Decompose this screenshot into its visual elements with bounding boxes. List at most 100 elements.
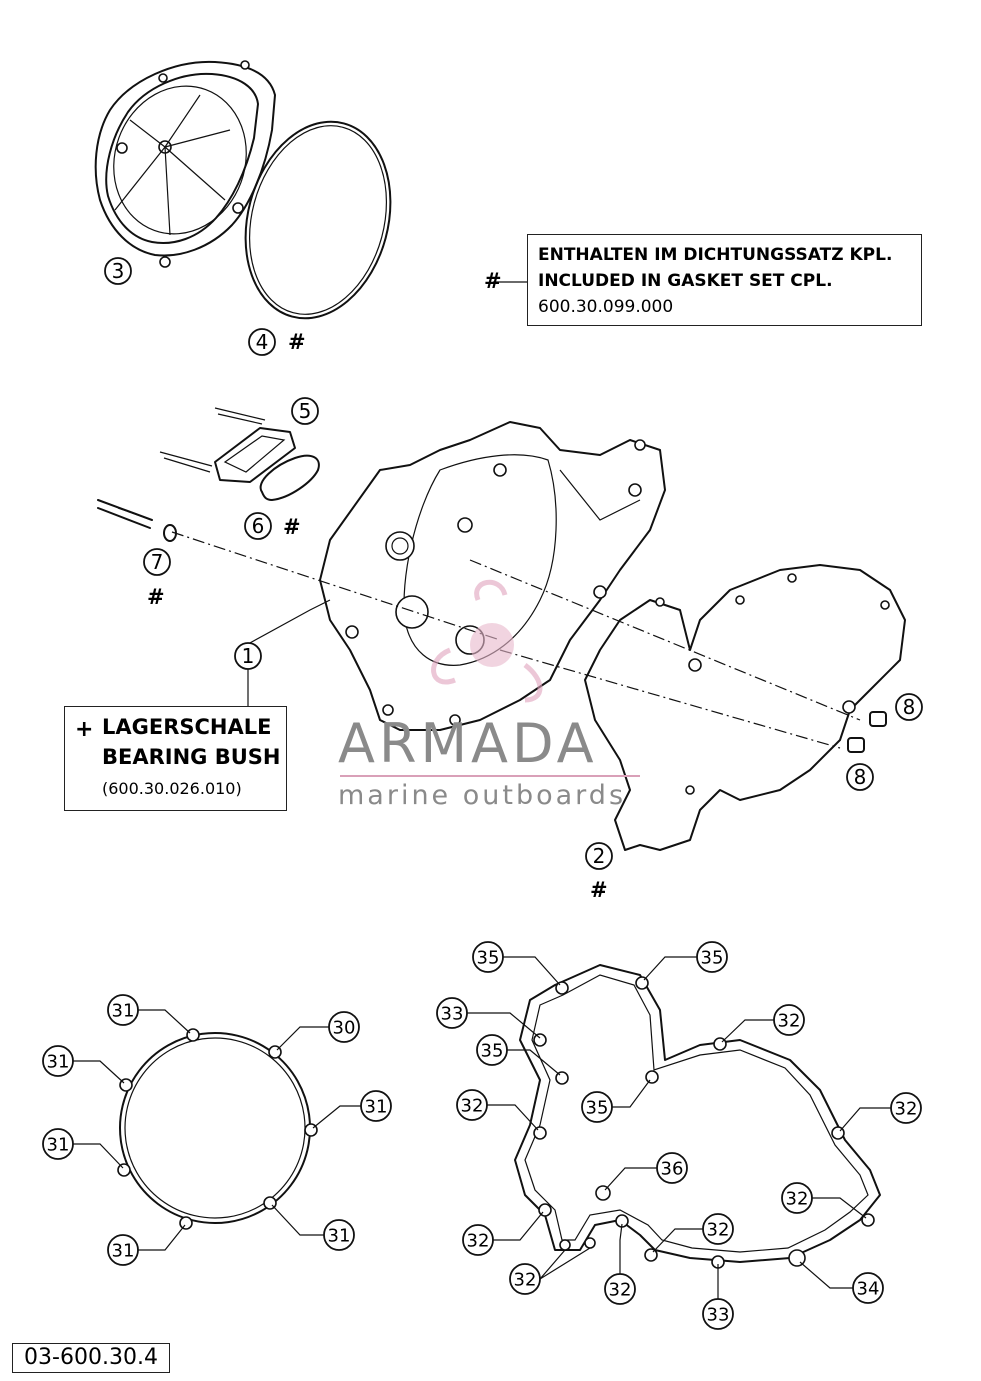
bolt-part-7 — [97, 499, 177, 542]
callout-circle — [702, 1298, 734, 1330]
callout-circle — [42, 1045, 74, 1077]
watermark-name: ARMADA — [338, 712, 598, 775]
callout-leader — [643, 956, 697, 981]
callout-circle — [104, 257, 132, 285]
callout-label: 3 — [112, 259, 125, 283]
callout-circle — [852, 1272, 884, 1304]
callout-leader — [138, 1009, 191, 1034]
gasket-note-marker: # — [484, 269, 502, 293]
callout-circle — [328, 1011, 360, 1043]
callout-label: 2 — [593, 844, 606, 868]
callout-label: 30 — [333, 1017, 356, 1038]
callout-leader — [493, 1211, 544, 1241]
callout-leader — [312, 1105, 361, 1129]
cover-plate-part-5 — [159, 407, 296, 483]
gasket-note-line1: ENTHALTEN IM DICHTUNGSSATZ KPL. — [538, 245, 893, 265]
callout-label: 8 — [854, 765, 867, 789]
callout-leader — [612, 1079, 651, 1108]
complex-gasket — [514, 964, 881, 1269]
callout-label: 32 — [461, 1095, 484, 1116]
callout-label: 35 — [701, 947, 724, 968]
alignment-lines — [171, 531, 861, 749]
hash-mark: # — [283, 515, 301, 539]
callout-circle — [436, 997, 468, 1029]
bearing-bush-note: + LAGERSCHALE BEARING BUSH (600.30.026.0… — [64, 706, 287, 811]
callout-label: 35 — [481, 1040, 504, 1061]
callout-circle — [696, 941, 728, 973]
callout-leader — [503, 956, 561, 986]
reference-code: 03-600.30.4 — [12, 1343, 170, 1373]
callout-leader — [619, 1223, 623, 1274]
hash-mark: # — [590, 878, 608, 902]
callout-leader — [487, 1104, 539, 1131]
bearing-note-prefix: + — [75, 717, 94, 742]
callout-leader — [604, 1167, 657, 1191]
callout-circle — [604, 1273, 636, 1305]
callout-circle — [462, 1224, 494, 1256]
callout-circle — [323, 1219, 355, 1251]
callout-label: 34 — [857, 1278, 880, 1299]
seal-part-6 — [259, 454, 320, 501]
callout-label: 36 — [661, 1158, 684, 1179]
callout-label: 7 — [151, 550, 164, 574]
callout-leader — [507, 1049, 561, 1076]
callout-leader — [812, 1197, 867, 1219]
callout-circle — [143, 548, 171, 576]
callout-label: 5 — [299, 399, 312, 423]
callout-circle — [846, 763, 874, 791]
callout-circle — [360, 1090, 392, 1122]
gasket-note-part-number: 600.30.099.000 — [538, 297, 674, 317]
callout-circle — [234, 642, 262, 670]
callout-circle — [476, 1034, 508, 1066]
callout-circle — [107, 1234, 139, 1266]
callout-label: 35 — [477, 947, 500, 968]
callout-leader — [138, 1224, 186, 1251]
callout-leader — [73, 1143, 124, 1169]
callout-circle — [581, 1091, 613, 1123]
callout-label: 31 — [112, 1240, 135, 1261]
callout-label: 31 — [47, 1051, 70, 1072]
callout-label: 32 — [895, 1098, 918, 1119]
callout-leader — [652, 1228, 703, 1253]
callout-label: 31 — [47, 1134, 70, 1155]
watermark-divider — [340, 775, 640, 777]
callout-leader — [276, 1026, 329, 1051]
callout-circle — [472, 941, 504, 973]
callout-circle — [890, 1092, 922, 1124]
dowel-pin-part-8 — [847, 711, 887, 753]
engine-cover-part-1 — [319, 421, 666, 731]
callout-label: 32 — [514, 1269, 537, 1290]
o-ring-part-4 — [244, 120, 392, 320]
callout-label: 4 — [256, 330, 269, 354]
round-gasket — [117, 1028, 318, 1230]
callout-leader — [467, 1012, 541, 1039]
callout-label: 32 — [609, 1279, 632, 1300]
callout-label: 32 — [467, 1230, 490, 1251]
callout-circle — [456, 1089, 488, 1121]
callout-label: 31 — [365, 1096, 388, 1117]
callout-leader — [73, 1060, 125, 1084]
callout-label: 8 — [903, 695, 916, 719]
callout-leader — [271, 1204, 324, 1236]
bearing-note-line2: BEARING BUSH — [102, 745, 281, 769]
watermark-tagline: marine outboards — [338, 780, 627, 811]
hash-mark: # — [288, 330, 306, 354]
callout-circle — [42, 1128, 74, 1160]
callout-circle — [656, 1152, 688, 1184]
callout-circle — [509, 1263, 541, 1295]
gasket-part-2 — [584, 564, 906, 851]
callout-leader — [721, 1019, 774, 1043]
callout-circle — [702, 1213, 734, 1245]
callout-circle — [895, 693, 923, 721]
callout-label: 32 — [707, 1219, 730, 1240]
cover-part-3 — [94, 60, 276, 268]
watermark-logo-icon — [431, 579, 543, 703]
callout-label: 31 — [112, 1000, 135, 1021]
callout-label: 33 — [707, 1304, 730, 1325]
callout-label: 35 — [586, 1097, 609, 1118]
callout-leader — [539, 1247, 591, 1280]
bearing-note-part-number: (600.30.026.010) — [102, 779, 242, 798]
